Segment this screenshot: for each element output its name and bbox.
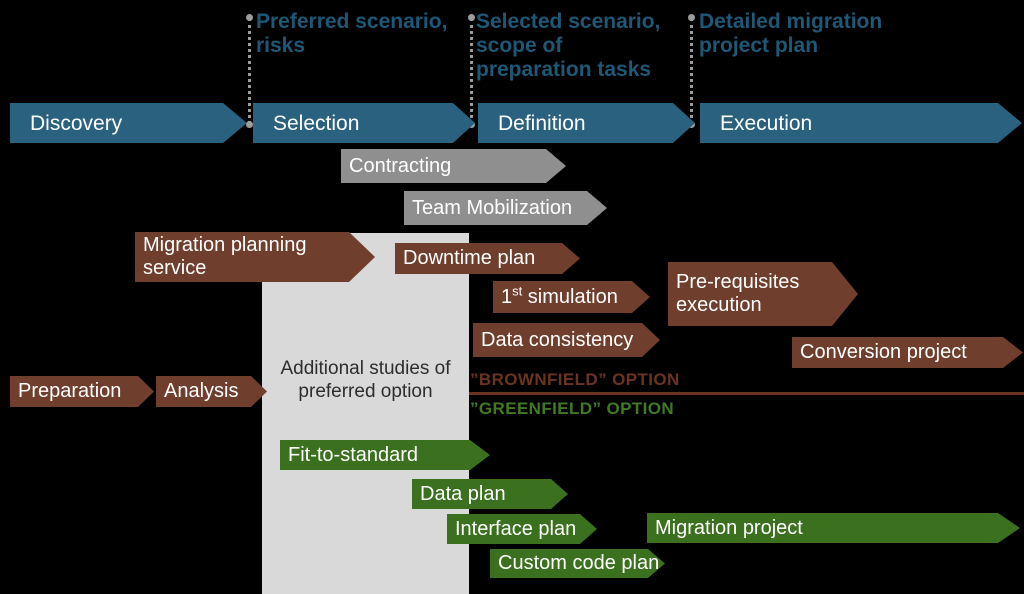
phase-label: Selection — [273, 111, 360, 135]
task-label: Analysis — [164, 380, 239, 402]
greenfield-option-label: ”GREENFIELD” OPTION — [470, 399, 675, 418]
task-downtime-plan: Downtime plan — [395, 243, 580, 274]
task-label: Migration planning service — [143, 234, 307, 279]
task-label: Data plan — [420, 482, 506, 505]
brownfield-option-label: ”BROWNFIELD” OPTION — [470, 370, 680, 389]
milestone-connector-icon — [468, 14, 475, 128]
task-prerequisites-execution: Pre-requisites execution — [668, 262, 858, 326]
task-first-simulation: 1st simulation — [493, 281, 650, 313]
task-label: Downtime plan — [403, 247, 536, 269]
task-label: Preparation — [18, 380, 122, 402]
additional-studies-label: Additional studies of preferred option — [280, 358, 451, 402]
task-preparation: Preparation — [10, 376, 154, 407]
task-migration-planning-service: Migration planning service — [135, 232, 375, 282]
milestone-connector-icon — [246, 14, 253, 128]
task-data-plan: Data plan — [412, 479, 568, 509]
milestone-label-selected-scenario: Selected scenario, scope of preparation … — [476, 10, 661, 81]
task-label: Interface plan — [455, 517, 577, 540]
task-label: Custom code plan — [498, 552, 660, 574]
milestone-label-detailed-plan: Detailed migration project plan — [699, 10, 883, 57]
option-divider-line — [469, 392, 1024, 395]
additional-studies-panel: Additional studies of preferred option — [262, 233, 469, 594]
task-label: Fit-to-standard — [288, 443, 419, 466]
task-label: Data consistency — [481, 328, 634, 351]
task-contracting: Contracting — [341, 149, 566, 183]
task-label: Pre-requisites execution — [676, 271, 800, 316]
task-interface-plan: Interface plan — [447, 514, 597, 544]
phase-definition: Definition — [478, 103, 695, 143]
task-label: Contracting — [349, 154, 452, 177]
phase-discovery: Discovery — [10, 103, 247, 143]
task-data-consistency: Data consistency — [473, 323, 660, 357]
milestone-connector-icon — [688, 14, 695, 128]
task-conversion-project: Conversion project — [792, 337, 1023, 368]
phase-label: Definition — [498, 111, 586, 135]
task-team-mobilization: Team Mobilization — [404, 191, 607, 225]
phase-label: Discovery — [30, 111, 123, 135]
task-label: Migration project — [655, 516, 803, 539]
task-custom-code-plan: Custom code plan — [490, 549, 665, 578]
task-label: 1st simulation — [501, 282, 618, 308]
milestone-label-preferred-scenario: Preferred scenario, risks — [256, 10, 448, 57]
phase-selection: Selection — [253, 103, 475, 143]
task-label: Conversion project — [800, 341, 967, 363]
task-migration-project: Migration project — [647, 513, 1020, 543]
phase-label: Execution — [720, 111, 813, 135]
task-analysis: Analysis — [156, 376, 267, 407]
task-fit-to-standard: Fit-to-standard — [280, 440, 490, 470]
task-label: Team Mobilization — [412, 196, 573, 219]
phase-execution: Execution — [700, 103, 1022, 143]
